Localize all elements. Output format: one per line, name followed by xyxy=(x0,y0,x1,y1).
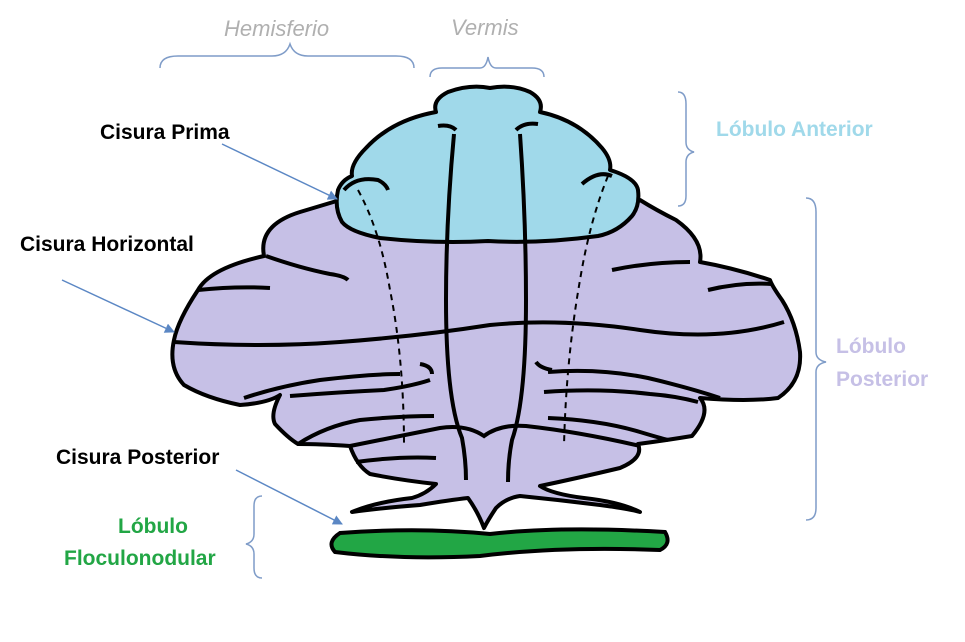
folium-left-notch xyxy=(419,362,434,375)
arrow-cisura-horizontal xyxy=(61,279,175,333)
folium-left-lower-2 xyxy=(289,378,431,398)
folium-left-lower-1 xyxy=(243,372,401,400)
lobulo-floculonodular-label-line2: Floculonodular xyxy=(64,547,216,570)
posterior-lobe xyxy=(170,198,803,530)
folium-left-lower-3 xyxy=(296,414,435,446)
arrow-cisura-posterior xyxy=(235,469,343,525)
lobulo-posterior-label-line1: Lóbulo xyxy=(836,335,906,358)
hemisferio-label: Hemisferio xyxy=(224,16,330,41)
folium-right-lower-3 xyxy=(547,416,669,442)
horizontal-fissure xyxy=(173,320,785,347)
cisura-horizontal-label: Cisura Horizontal xyxy=(20,233,194,256)
anterior-lobe xyxy=(334,84,641,244)
anterior-notch-left xyxy=(437,123,458,132)
vermis-right-line xyxy=(506,133,529,483)
hemisferio-bracket xyxy=(159,41,415,69)
folium-right-lower-1 xyxy=(547,368,721,400)
anterior-notch-right xyxy=(514,121,539,132)
folium-left-upper-2 xyxy=(197,285,271,292)
cisura-posterior-label: Cisura Posterior xyxy=(56,446,220,469)
lobulo-anterior-bracket xyxy=(677,91,695,207)
vermis-bracket xyxy=(429,56,545,78)
folium-right-upper-1 xyxy=(611,260,691,272)
lobulo-posterior-label-line2: Posterior xyxy=(836,368,929,391)
vermis-left-line xyxy=(443,133,468,481)
vermis-label: Vermis xyxy=(451,15,519,40)
arrow-cisura-prima xyxy=(221,143,338,200)
folium-right-lower-2 xyxy=(543,388,699,404)
lobulo-floculonodular-label-line1: Lóbulo xyxy=(118,515,188,538)
lobulo-floculonodular-bracket xyxy=(245,495,263,579)
anterior-curl-left xyxy=(342,177,390,192)
anterior-curl-right xyxy=(580,172,613,186)
nodule-bottom xyxy=(355,455,437,464)
dashed-line-right xyxy=(563,175,609,447)
vermis-lower-curve xyxy=(349,423,641,448)
cisura-prima-label: Cisura Prima xyxy=(100,121,230,144)
folium-right-upper-2 xyxy=(707,281,773,292)
floculonodular-lobe xyxy=(329,527,670,560)
lobulo-anterior-label: Lóbulo Anterior xyxy=(716,118,873,141)
lobulo-posterior-bracket xyxy=(805,197,827,521)
folium-right-notch xyxy=(534,360,553,372)
folium-left-upper-1 xyxy=(265,254,350,282)
